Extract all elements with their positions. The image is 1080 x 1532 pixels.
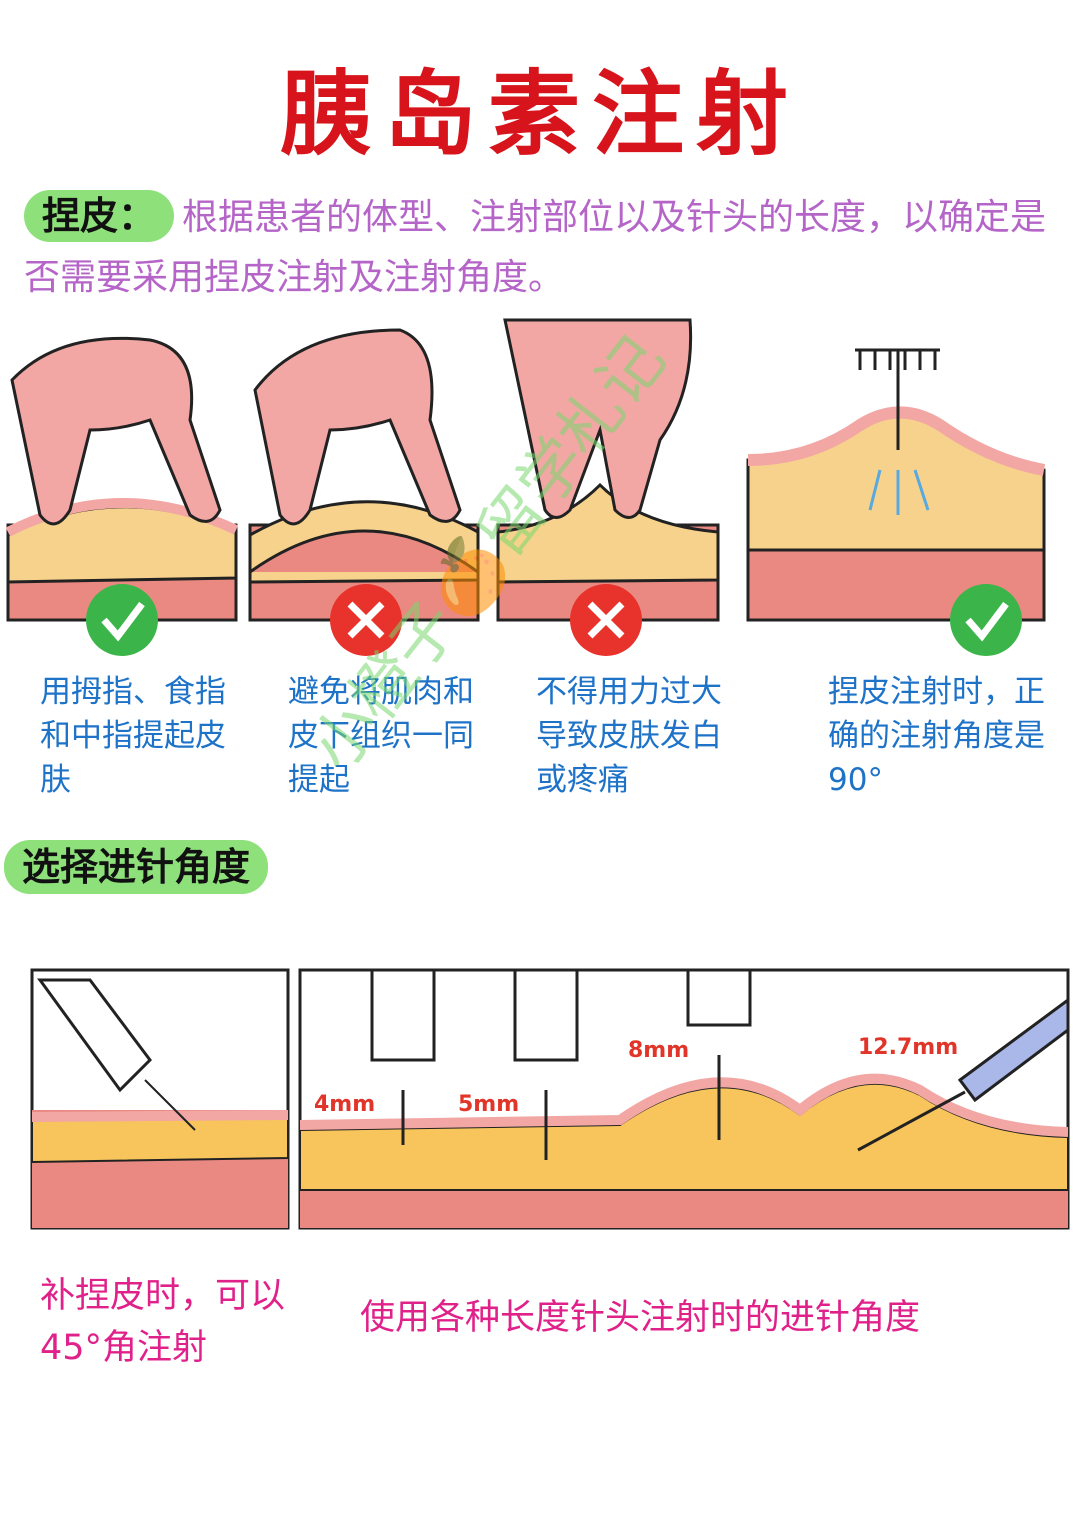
page-title: 胰岛素注射 bbox=[279, 61, 800, 168]
needle-angle-diagrams bbox=[30, 968, 1070, 1230]
panel-3-caption: 不得用力过大导致皮肤发白或疼痛 bbox=[536, 674, 722, 798]
skin-pinch-intro: 捏皮：根据患者的体型、注射部位以及针头的长度，以确定是否需要采用捏皮注射及注射角… bbox=[24, 188, 1064, 308]
panel-3-illustration bbox=[496, 318, 720, 622]
right-caption: 使用各种长度针头注射时的进针角度 bbox=[360, 1298, 921, 1338]
cross-icon bbox=[570, 584, 642, 656]
skin-pinch-description: 根据患者的体型、注射部位以及针头的长度，以确定是否需要采用捏皮注射及注射角度。 bbox=[24, 197, 1047, 298]
panel-1-illustration bbox=[5, 336, 239, 622]
panel-1-caption: 用拇指、食指和中指提起皮肤 bbox=[40, 674, 226, 798]
syringe-icon bbox=[855, 348, 940, 450]
panel-2-caption: 避免将肌肉和皮下组织一同提起 bbox=[288, 674, 474, 798]
angle-45-diagram bbox=[30, 968, 290, 1230]
pinch-illustrations bbox=[5, 318, 1046, 656]
cross-icon bbox=[330, 584, 402, 656]
needle-lengths-diagram bbox=[298, 968, 1070, 1230]
skin-pinch-label: 捏皮： bbox=[24, 190, 175, 242]
needle-length-5mm: 5mm bbox=[458, 1092, 520, 1117]
needle-angle-label: 选择进针角度 bbox=[4, 840, 269, 894]
check-icon bbox=[950, 584, 1022, 656]
needle-length-8mm: 8mm bbox=[628, 1038, 690, 1063]
needle-length-4mm: 4mm bbox=[314, 1092, 376, 1117]
panel-2-illustration bbox=[248, 328, 480, 622]
check-icon bbox=[86, 584, 158, 656]
panel-4-caption: 捏皮注射时，正确的注射角度是90° bbox=[828, 674, 1045, 798]
needle-length-12-7mm: 12.7mm bbox=[858, 1035, 959, 1060]
panel-4-illustration bbox=[746, 348, 1046, 622]
left-caption: 补捏皮时，可以45°角注射 bbox=[40, 1276, 286, 1368]
